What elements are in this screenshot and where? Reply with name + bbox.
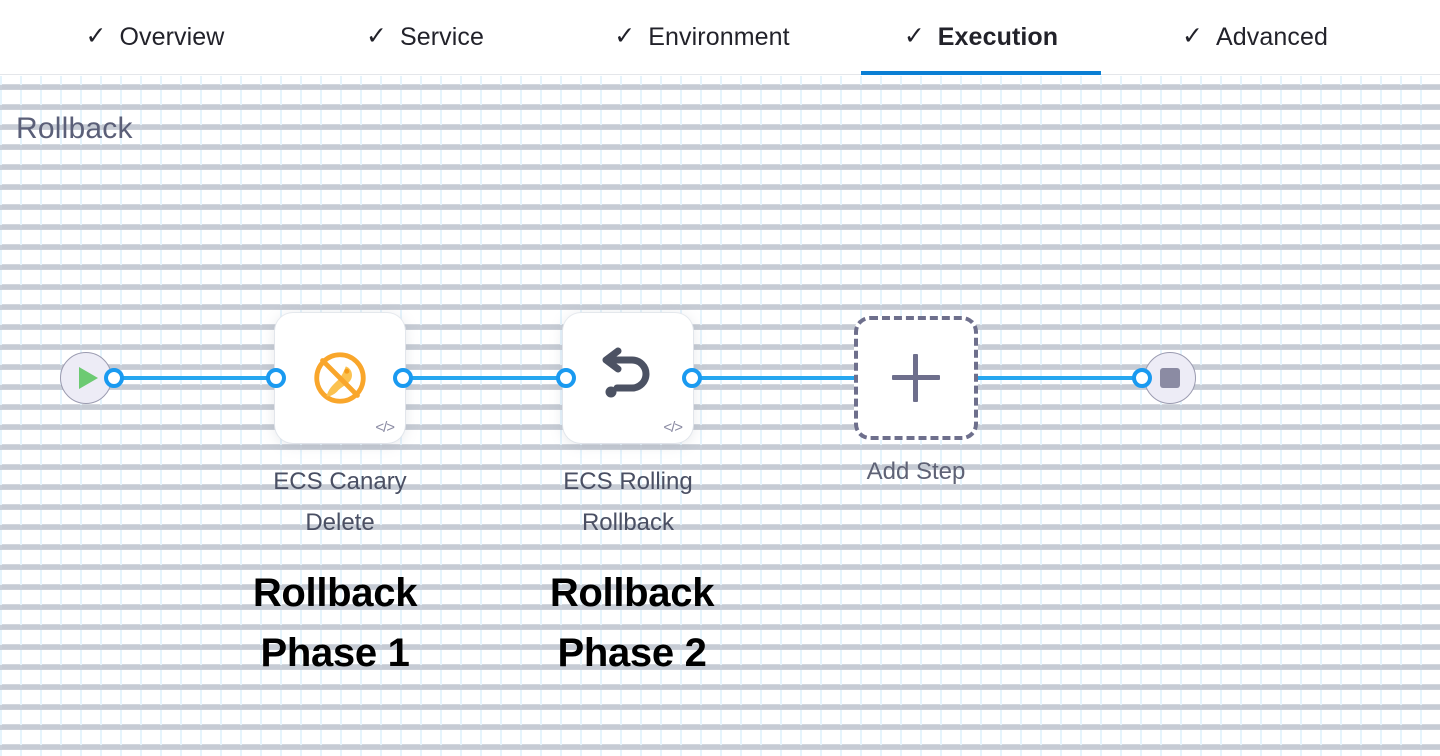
edge-step1-to-step2: [393, 376, 573, 380]
tab-active-underline: [861, 71, 1101, 75]
stop-icon: [1160, 368, 1180, 388]
tab-service-label: Service: [399, 23, 484, 51]
check-icon: ✓: [614, 22, 636, 50]
port-end-in[interactable]: [1132, 368, 1152, 388]
tab-execution[interactable]: ✓ Execution: [861, 0, 1101, 75]
tab-environment-label: Environment: [648, 23, 790, 51]
port-step1-out[interactable]: [393, 368, 413, 388]
wizard-tab-bar: ✓ Overview ✓ Service ✓ Environment ✓ Exe…: [0, 0, 1440, 75]
step-label-ecs-canary-delete: ECS Canary Delete: [225, 461, 455, 544]
code-icon[interactable]: </>: [375, 419, 395, 436]
check-icon: ✓: [1182, 22, 1203, 50]
port-step2-in[interactable]: [556, 368, 576, 388]
tab-underline: [1140, 71, 1370, 75]
check-icon: ✓: [365, 22, 387, 50]
rollback-undo-icon: [602, 347, 650, 398]
code-icon[interactable]: </>: [663, 419, 683, 436]
step-label-line1: ECS Rolling: [563, 468, 693, 495]
tab-service[interactable]: ✓ Service: [325, 0, 525, 75]
annotation-line2: Phase 2: [557, 631, 707, 675]
tab-advanced[interactable]: ✓ Advanced: [1140, 0, 1370, 75]
add-step-node[interactable]: [854, 316, 978, 440]
tab-underline: [572, 71, 832, 75]
step-card-ecs-rolling-rollback[interactable]: </>: [563, 313, 693, 443]
edge-start-to-step1: [104, 376, 284, 380]
step-card-ecs-canary-delete[interactable]: </>: [275, 313, 405, 443]
check-icon: ✓: [903, 22, 925, 50]
plus-icon: [892, 354, 940, 402]
pipeline-graph: </> ECS Canary Delete Rollback Phase 1 <…: [0, 76, 1440, 756]
ecs-canary-delete-icon: [314, 352, 366, 404]
add-step-label: Add Step: [866, 458, 966, 485]
tab-overview-label: Overview: [119, 23, 225, 51]
pipeline-canvas[interactable]: Rollback </> ECS Canary Delete: [0, 76, 1440, 756]
annotation-line2: Phase 1: [260, 631, 410, 675]
edge-addstep-to-end: [970, 376, 1152, 380]
annotation-rollback-phase-2: Rollback Phase 2: [482, 563, 782, 683]
pipeline-end-node[interactable]: [1144, 352, 1196, 404]
annotation-line1: Rollback: [252, 571, 418, 615]
tab-environment[interactable]: ✓ Environment: [572, 0, 832, 75]
port-start-out[interactable]: [104, 368, 124, 388]
check-icon: ✓: [85, 22, 107, 50]
annotation-rollback-phase-1: Rollback Phase 1: [185, 563, 485, 683]
edge-step2-to-addstep: [682, 376, 874, 380]
tab-underline: [40, 71, 270, 75]
tab-underline: [325, 71, 525, 75]
step-label-ecs-rolling-rollback: ECS Rolling Rollback: [513, 461, 743, 544]
section-title: Rollback: [16, 112, 133, 145]
step-label-line2: Delete: [305, 509, 375, 537]
pipeline-start-node[interactable]: [60, 352, 112, 404]
annotation-line1: Rollback: [549, 571, 715, 615]
tab-advanced-label: Advanced: [1215, 23, 1328, 51]
port-step2-out[interactable]: [682, 368, 702, 388]
play-icon: [79, 367, 98, 389]
tab-execution-label: Execution: [937, 23, 1059, 51]
step-label-line1: ECS Canary: [273, 468, 407, 495]
tab-overview[interactable]: ✓ Overview: [40, 0, 270, 75]
step-label-line2: Rollback: [581, 509, 675, 537]
port-step1-in[interactable]: [266, 368, 286, 388]
